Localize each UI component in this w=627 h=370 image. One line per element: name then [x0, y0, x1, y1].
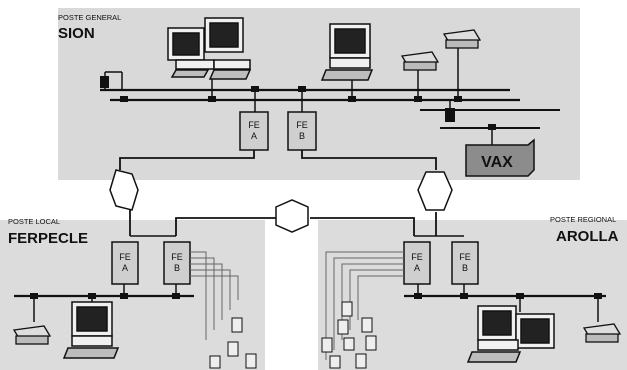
- svg-text:FE: FE: [119, 252, 131, 262]
- sion-front-end-b: FE B: [287, 111, 317, 151]
- ferpecle-bus-taps: [30, 293, 180, 299]
- router-ferpecle: [109, 169, 139, 211]
- arolla-workstation: [466, 305, 555, 363]
- arolla-front-end-a: FE A: [403, 241, 431, 285]
- vax-computer: VAX: [465, 138, 535, 177]
- svg-text:A: A: [414, 263, 420, 273]
- ferpecle-field-lines: [190, 251, 239, 340]
- svg-text:FE: FE: [411, 252, 423, 262]
- sion-printer-1: [400, 51, 440, 71]
- arolla-caption: POSTE REGIONAL: [550, 215, 616, 224]
- sion-printer-2: [442, 29, 482, 49]
- sion-bus-taps: [100, 76, 496, 130]
- ferpecle-field-devices: [209, 317, 257, 369]
- sion-workstation-left: [167, 17, 252, 80]
- arolla-name: AROLLA: [556, 228, 619, 245]
- arolla-front-end-b: FE B: [451, 241, 479, 285]
- svg-text:FE: FE: [296, 120, 308, 130]
- sion-front-end-a: FE A: [239, 111, 269, 151]
- arolla-bus-taps: [414, 293, 602, 299]
- vax-label: VAX: [481, 154, 513, 171]
- arolla-field-devices: [321, 301, 377, 369]
- ferpecle-front-end-b: FE B: [163, 241, 191, 285]
- svg-text:A: A: [251, 131, 257, 141]
- svg-text:B: B: [299, 131, 305, 141]
- ferpecle-printer: [12, 325, 52, 345]
- svg-text:FE: FE: [171, 252, 183, 262]
- sion-name: SION: [58, 25, 95, 42]
- sion-workstation-center: [320, 23, 374, 81]
- ferpecle-caption: POSTE LOCAL: [8, 217, 60, 226]
- svg-text:FE: FE: [459, 252, 471, 262]
- arolla-printer: [582, 323, 622, 343]
- wan-links: [119, 150, 437, 236]
- svg-text:A: A: [122, 263, 128, 273]
- ferpecle-workstation: [62, 301, 120, 359]
- router-arolla: [417, 171, 453, 211]
- svg-text:B: B: [462, 263, 468, 273]
- svg-text:FE: FE: [248, 120, 260, 130]
- router-center: [275, 199, 309, 233]
- ferpecle-name: FERPECLE: [8, 230, 88, 247]
- sion-caption: POSTE GENERAL: [58, 13, 121, 22]
- ferpecle-front-end-a: FE A: [111, 241, 139, 285]
- svg-text:B: B: [174, 263, 180, 273]
